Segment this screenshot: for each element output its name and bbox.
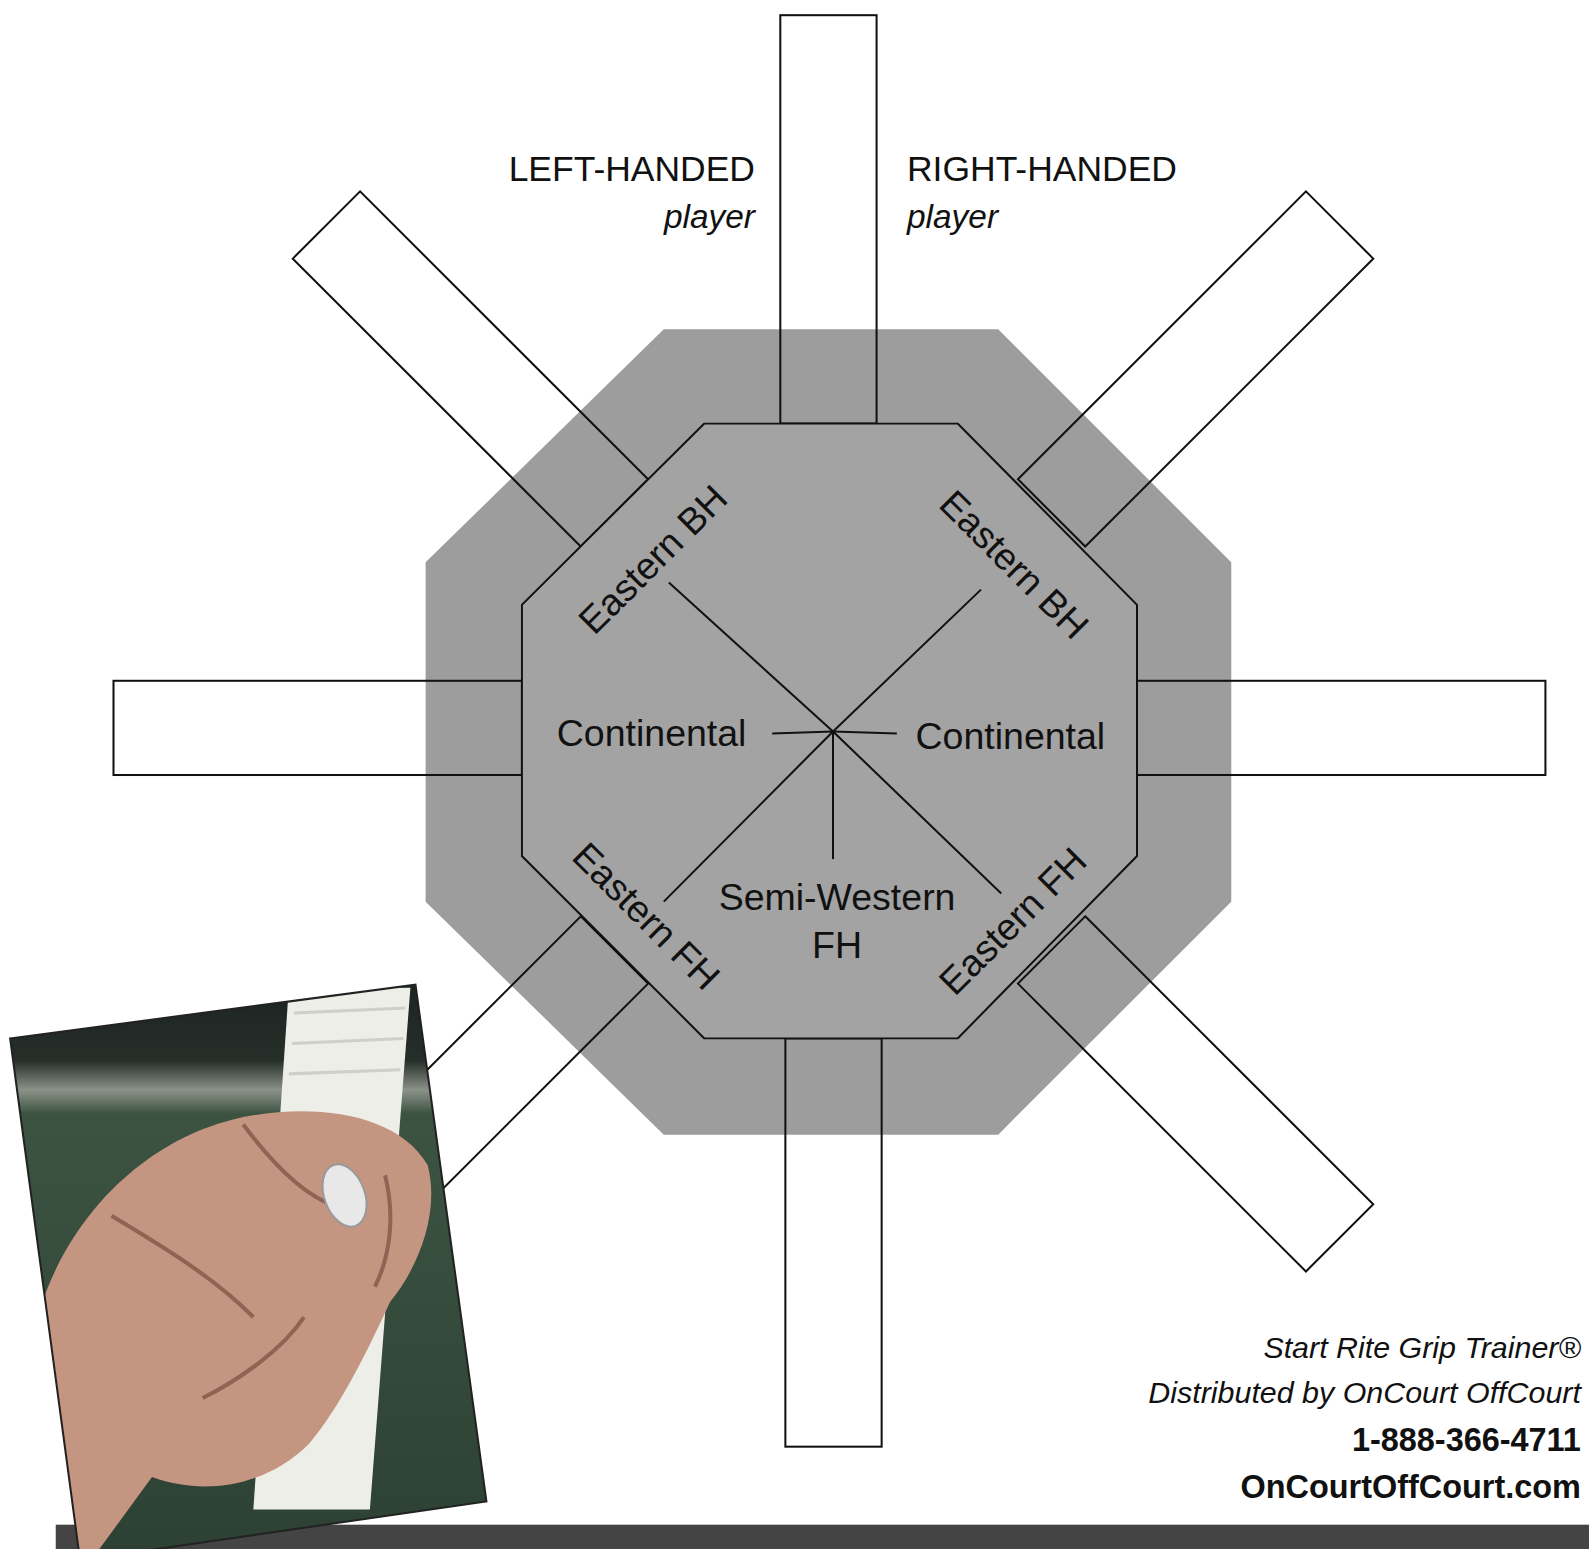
photo-background: [0, 973, 507, 1549]
photo-content: [0, 973, 507, 1549]
knuckle-lines: [111, 1125, 390, 1399]
leader-line: [772, 731, 833, 733]
player-label: player: [664, 199, 755, 236]
racket-handle: [253, 988, 410, 1510]
octagon-outline: [522, 423, 1137, 1038]
leader-line: [833, 590, 981, 732]
bar-fills: [113, 15, 1545, 1446]
leader-line: [669, 583, 833, 732]
grip-bar-outline: [1018, 191, 1373, 546]
grip-trainer-cap: [314, 1158, 374, 1233]
photo-border: [10, 985, 486, 1549]
leader-line: [664, 731, 833, 901]
grip-bar-outline: [1018, 916, 1373, 1271]
footer-text: OnCourtOffCourt.com: [1240, 1470, 1580, 1506]
player-label: RIGHT-HANDED: [907, 150, 1177, 189]
player-label: LEFT-HANDED: [509, 150, 755, 189]
grip-bar-outline: [1137, 681, 1545, 775]
grip-bar-outline: [785, 1038, 881, 1446]
outer-octagon: [426, 329, 1232, 1134]
leader-line: [833, 731, 897, 733]
footer-text: 1-888-366-4711: [1352, 1422, 1581, 1458]
grip-bar-outline: [780, 15, 876, 423]
bar-outlines: [113, 15, 1545, 1446]
grip-label: Semi-Western FH: [710, 873, 963, 970]
player-label: player: [907, 199, 998, 236]
footer-text: Distributed by OnCourt OffCourt: [1148, 1376, 1581, 1409]
leader-line: [832, 731, 834, 859]
grip-bar-outline: [293, 916, 648, 1271]
footer-bar: [56, 1525, 1589, 1549]
grip-octagon: Eastern BHEastern BHContinentalContinent…: [522, 423, 1137, 1038]
grip-bar-outline: [113, 681, 521, 775]
grip-bar-outline: [293, 191, 648, 546]
hand: [20, 1111, 431, 1549]
footer-text: Start Rite Grip Trainer®: [1263, 1330, 1580, 1363]
grip-label: Continental: [916, 717, 1106, 758]
grip-label: Continental: [557, 714, 747, 755]
grip-tape: [289, 1008, 406, 1074]
